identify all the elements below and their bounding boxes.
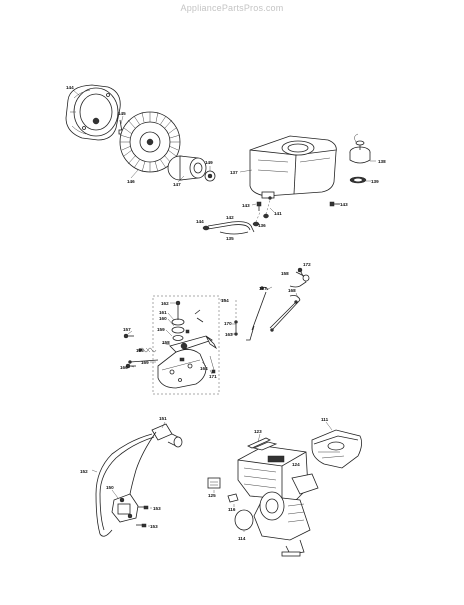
callout-153-upper: 153 (153, 506, 161, 511)
control-bracket (157, 349, 207, 389)
callout-160: 160 (159, 316, 167, 321)
callout-164: 164 (200, 366, 208, 371)
callout-146: 146 (127, 179, 135, 184)
ignition-assembly (95, 423, 183, 537)
ignition-coil (111, 493, 139, 523)
callout-158-top: 158 (281, 271, 289, 276)
callout-139: 139 (371, 179, 379, 184)
callout-154: 154 (221, 298, 229, 303)
starter-housing (65, 84, 121, 141)
callout-167: 167 (259, 286, 267, 291)
callout-144-line: 144 (196, 219, 204, 224)
section3-labels: 151 152 150 153 153 111 123 124 125 116 … (80, 416, 329, 541)
ignition-wire (95, 431, 157, 537)
flywheel (119, 111, 181, 173)
callout-170: 170 (224, 321, 232, 326)
callout-138: 138 (378, 159, 386, 164)
governor-bracket-box (152, 295, 220, 395)
callout-144: 144 (66, 85, 74, 90)
label-plate (247, 437, 271, 449)
air-cleaner-cover (311, 429, 362, 469)
small-decal (227, 493, 239, 503)
callout-143-left: 143 (242, 203, 250, 208)
coil-screws (136, 505, 149, 528)
callout-141: 141 (274, 211, 282, 216)
callout-165: 165 (136, 348, 144, 353)
callout-142: 142 (226, 215, 234, 220)
callout-151: 151 (159, 416, 167, 421)
fuel-tank (249, 135, 337, 200)
callout-169: 169 (141, 360, 149, 365)
callout-171: 171 (209, 374, 217, 379)
flywheel-nut (204, 170, 216, 182)
callout-147: 147 (173, 182, 181, 187)
fuel-cap (349, 133, 371, 164)
callout-158-mid: 158 (162, 340, 170, 345)
callout-163: 163 (225, 332, 233, 337)
warning-decal (207, 477, 221, 489)
callout-116: 116 (228, 507, 236, 512)
fuel-line (202, 199, 271, 235)
callout-143-right: 143 (340, 202, 348, 207)
control-fasteners (123, 329, 190, 369)
callout-157: 157 (123, 327, 131, 332)
callout-111: 111 (321, 417, 329, 422)
callout-137: 137 (230, 170, 238, 175)
callout-125: 125 (208, 493, 216, 498)
callout-123: 123 (254, 429, 262, 434)
callout-153-lower: 153 (150, 524, 158, 529)
callout-124: 124 (292, 462, 300, 467)
callout-136: 136 (258, 223, 266, 228)
engine-assembly (207, 429, 362, 557)
callout-166: 166 (120, 365, 128, 370)
section3-leaders (91, 421, 333, 532)
engine-block (237, 441, 319, 557)
flywheel-assembly (65, 84, 216, 182)
watermark: AppliancePartsPros.com (180, 3, 284, 13)
section2-labels: 172 158 167 168 154 162 161 160 159 157 … (120, 262, 311, 379)
section1-leaders (72, 89, 376, 213)
fuel-tank-assembly (202, 133, 371, 235)
callout-149: 149 (205, 160, 213, 165)
callout-159: 159 (157, 327, 165, 332)
callout-152: 152 (80, 469, 88, 474)
callout-161: 161 (159, 310, 167, 315)
tank-bolts (256, 201, 340, 211)
callout-172: 172 (303, 262, 311, 267)
throttle-lever (169, 300, 218, 353)
callout-150: 150 (106, 485, 114, 490)
starter-pulley (167, 155, 207, 181)
callout-135: 135 (226, 236, 234, 241)
fuel-cap-gasket (349, 176, 367, 184)
callout-114: 114 (238, 536, 246, 541)
callout-145: 145 (118, 111, 126, 116)
spark-plug-boot (151, 423, 183, 448)
governor-springs (128, 347, 216, 374)
section2-leaders (127, 267, 301, 375)
section1-labels: 144 145 146 147 149 137 138 139 143 143 … (66, 85, 386, 241)
callout-162: 162 (161, 301, 169, 306)
round-decal (234, 509, 254, 531)
linkage-rods (234, 267, 310, 341)
control-assembly (123, 267, 310, 395)
callout-168: 168 (288, 288, 296, 293)
